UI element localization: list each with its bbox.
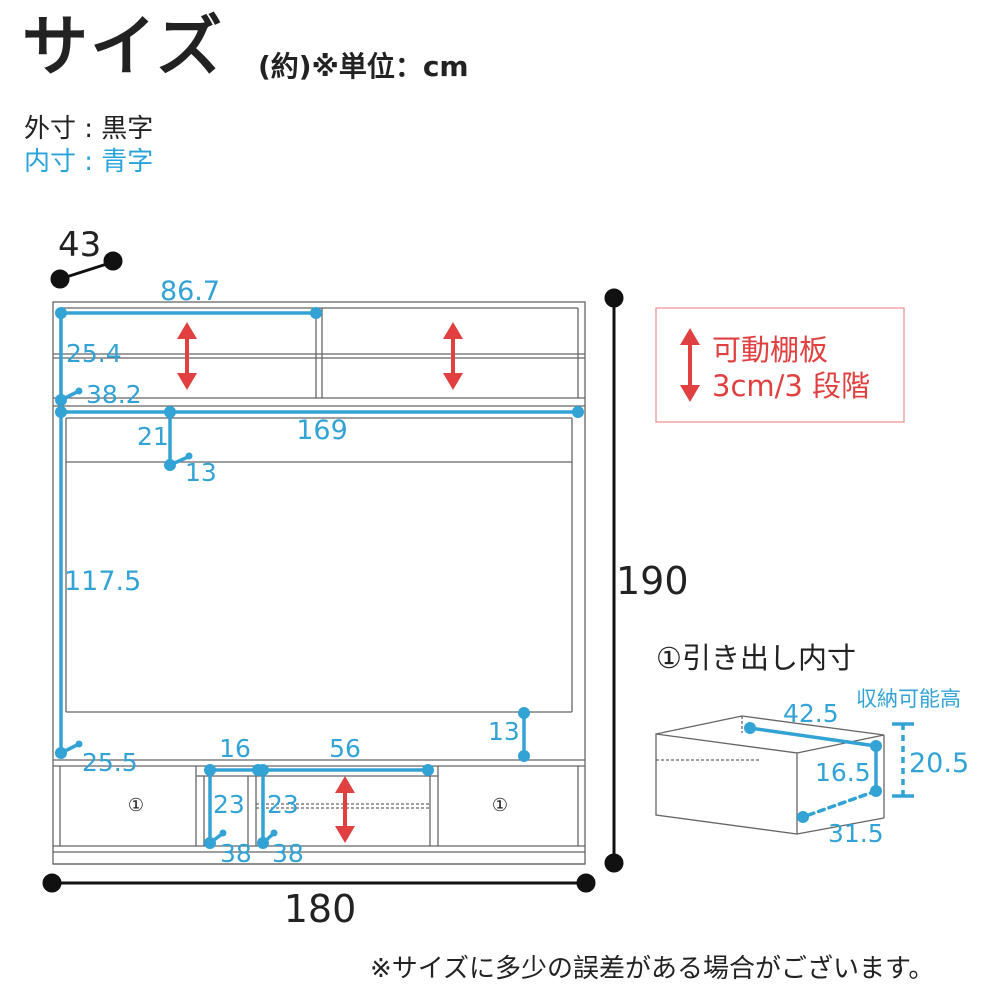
label-lower-depth: 25.5 [82,748,138,777]
label-center-compartment-height: 23 [267,790,299,819]
label-small-compartment-depth: 38 [220,839,252,868]
red-arrow-bottom-icon [335,776,355,843]
shelf-box-arrow-icon [680,328,700,402]
label-inner-ledge-depth: 13 [185,458,217,487]
label-inner-width: 169 [296,415,348,446]
label-drawer-width: 42.5 [783,699,839,728]
label-top-shelf-height: 25.4 [66,339,122,368]
label-small-compartment-width: 16 [219,734,251,763]
label-drawer-capacity-height: 20.5 [909,748,969,779]
label-depth: 43 [58,225,101,265]
legend-inner-dimensions: 内寸 : 青字 [24,147,154,177]
drawer-box [655,715,885,835]
legend-outer-dimensions: 外寸 : 黒字 [24,114,154,144]
drawer-marker-right: ① [492,795,508,816]
label-center-compartment-width: 56 [329,734,361,763]
capacity-height-bracket [892,722,914,798]
label-drawer-depth: 31.5 [828,819,884,848]
furniture-outline [52,301,586,865]
label-top-shelf-width: 86.7 [160,276,220,307]
label-center-compartment-depth: 38 [272,839,304,868]
inner-dimension-dots [55,307,584,849]
shelf-box-line2: 3cm/3 段階 [712,369,870,403]
movable-shelf-box [655,307,905,423]
page-title: サイズ [22,8,225,85]
page-subtitle: (約)※単位：cm [258,50,469,83]
tolerance-note: ※サイズに多少の誤差がある場合がございます。 [370,954,935,984]
label-top-depth: 38.2 [86,380,142,409]
drawer-dimension-lines [744,722,882,823]
label-side-shelf-height: 13 [488,717,520,746]
label-total-height: 190 [616,559,689,603]
drawer-capacity-label: 収納可能高 [856,687,961,711]
shelf-box-line1: 可動棚板 [712,333,828,367]
red-arrow-left-icon [177,322,197,390]
label-drawer-inner-height: 16.5 [815,758,871,787]
red-arrow-right-icon [443,322,463,390]
drawer-title: ①引き出し内寸 [656,641,856,675]
label-total-width: 180 [284,887,357,931]
drawer-marker-left: ① [128,795,144,816]
label-tv-opening-height: 117.5 [64,566,141,597]
outer-dimension-lines [42,251,624,893]
label-small-compartment-height: 23 [213,790,245,819]
movable-shelf-arrows [177,322,463,843]
label-inner-ledge-height: 21 [137,422,169,451]
